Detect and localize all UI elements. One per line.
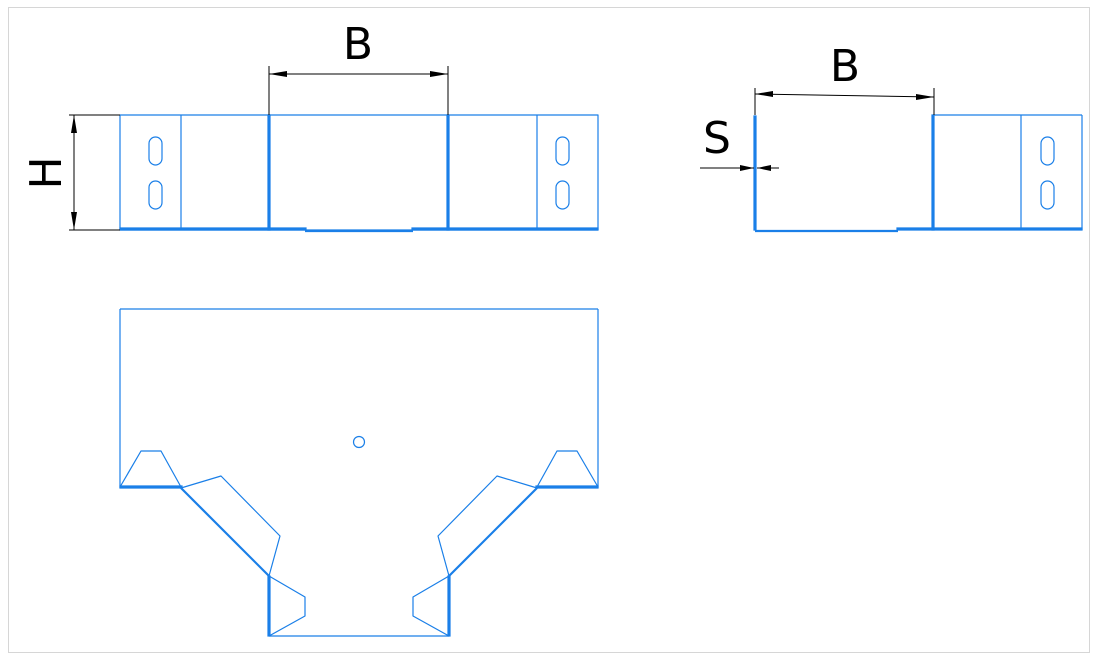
dim-s-label: S	[703, 113, 731, 164]
dim-b-arrow-right	[430, 71, 448, 77]
side-view	[753, 114, 1083, 233]
plan-right-outlet-tab	[412, 575, 450, 637]
plan-view	[119, 308, 599, 637]
dim-s-arrow-left	[740, 165, 754, 171]
dim-b2-arrow-left	[755, 91, 773, 97]
right-slot-lower	[555, 180, 570, 210]
dim-b-arrow-left	[269, 71, 287, 77]
dimension-b-front: B	[268, 19, 449, 115]
dim-b-label: B	[343, 19, 373, 70]
dim-b2-line	[754, 93, 935, 98]
plan-right-corner-tab	[536, 450, 599, 488]
dim-s-arrow-right	[757, 165, 771, 171]
plan-left-diagonal-tab	[180, 475, 281, 577]
dim-b2-label: B	[830, 41, 860, 92]
dimension-b-side: B	[754, 41, 935, 115]
dim-h-arrow-bottom	[71, 212, 77, 230]
plan-right-diagonal	[448, 487, 538, 577]
drawing-frame	[8, 7, 1090, 653]
front-view	[119, 114, 599, 233]
dim-b2-arrow-right	[916, 94, 934, 100]
left-slot-lower	[148, 180, 163, 210]
dimension-s: S	[700, 113, 779, 171]
right-slot-upper	[555, 136, 570, 166]
dim-h-label: H	[21, 156, 72, 189]
dim-h-arrow-top	[71, 115, 77, 133]
plan-left-corner-tab	[119, 450, 182, 488]
side-slot-upper	[1040, 136, 1055, 166]
front-view-outline	[119, 114, 599, 231]
dimension-h: H	[21, 114, 120, 231]
plan-left-outlet-tab	[268, 575, 306, 637]
plan-right-diagonal-tab	[437, 475, 538, 577]
plan-center-hole	[352, 435, 366, 449]
left-slot-upper	[148, 136, 163, 166]
side-slot-lower	[1040, 180, 1055, 210]
plan-left-diagonal	[180, 487, 270, 577]
